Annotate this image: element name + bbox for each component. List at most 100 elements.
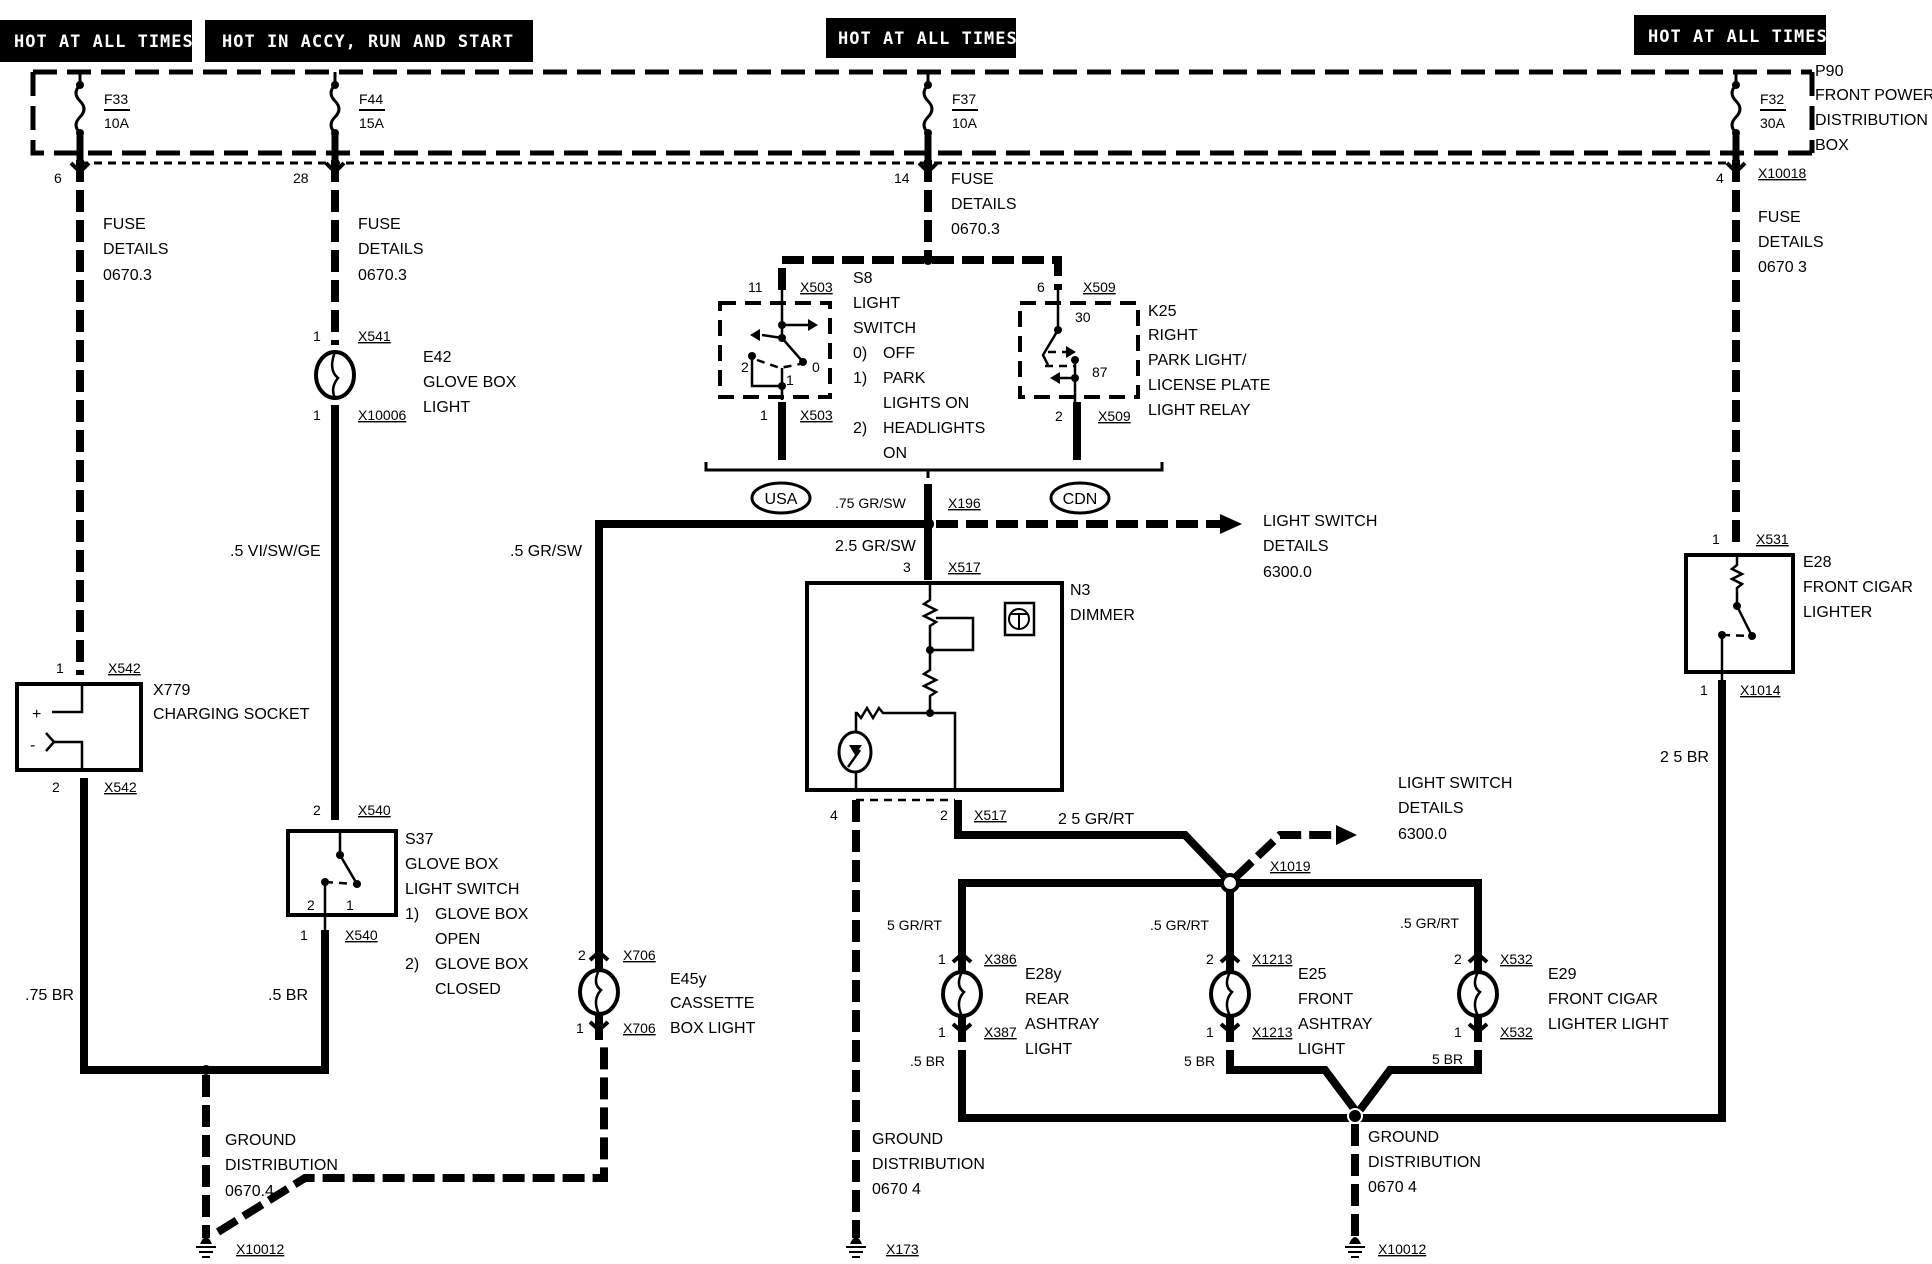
cassette-lamp-e45y [578,944,620,1040]
svg-text:2: 2 [741,359,749,375]
svg-text:0670.3: 0670.3 [358,267,407,284]
svg-text:1: 1 [313,328,321,344]
svg-text:GLOVE BOX: GLOVE BOX [423,374,517,391]
wire-e25-e29-ground [1226,1050,1482,1113]
svg-text:6300.0: 6300.0 [1263,564,1312,581]
wire-label: .5 BR [268,987,308,1004]
ground-label: X10012 [1378,1241,1426,1257]
svg-text:2): 2) [405,956,419,973]
wire-label: .5 BR [910,1053,945,1069]
fuse-name: F32 [1760,91,1784,107]
svg-text:GLOVE BOX: GLOVE BOX [435,956,529,973]
svg-text:LIGHT SWITCH: LIGHT SWITCH [1398,775,1512,792]
svg-text:BOX LIGHT: BOX LIGHT [670,1020,756,1037]
svg-text:LIGHT: LIGHT [423,399,470,416]
svg-text:X517: X517 [948,559,981,575]
park-light-relay-k25: 30 87 6 X509 K25 RIGHT PARK LIGHT/ LICEN… [1018,279,1270,424]
svg-text:1: 1 [938,1024,946,1040]
svg-text:LIGHTS ON: LIGHTS ON [883,395,969,412]
svg-text:X1014: X1014 [1740,682,1781,698]
svg-text:E42: E42 [423,349,452,366]
svg-text:0670 4: 0670 4 [872,1181,921,1198]
svg-text:0): 0) [853,345,867,362]
svg-text:OFF: OFF [883,345,915,362]
svg-text:6300.0: 6300.0 [1398,826,1447,843]
fuse-rating: 15A [359,115,385,131]
fuse-details-f32: FUSE DETAILS 0670 3 [1758,209,1824,276]
svg-text:3: 3 [903,559,911,575]
svg-text:0670 4: 0670 4 [1368,1179,1417,1196]
ground-x10012-b: X10012 [1345,1237,1426,1258]
ground-label: X10012 [236,1241,284,1257]
connector-x196: USA CDN .75 GR/SW X196 [750,481,1111,515]
svg-text:2: 2 [313,802,321,818]
fuse-pin: 28 [293,170,309,186]
svg-text:X542: X542 [108,660,141,676]
ground-distribution-1: GROUND DISTRIBUTION 0670.4 [225,1132,338,1200]
wire-label: .5 VI/SW/GE [230,543,321,560]
svg-text:X503: X503 [800,279,833,295]
svg-text:0670.4: 0670.4 [225,1183,274,1200]
svg-text:1: 1 [760,407,768,423]
wire-light-switch-details-2 [1233,831,1340,880]
fuse-name: F37 [952,91,976,107]
svg-text:X706: X706 [623,947,656,963]
fuse-rating: 30A [1760,115,1786,131]
svg-text:1: 1 [346,897,354,913]
power-label-hot-at-all-times-2: HOT AT ALL TIMES [826,18,1017,58]
svg-text:ASHTRAY: ASHTRAY [1025,1016,1100,1033]
junction [201,1065,211,1075]
svg-text:ASHTRAY: ASHTRAY [1298,1016,1373,1033]
fuse-pin: 4 [1716,170,1724,186]
svg-text:FRONT: FRONT [1298,991,1353,1008]
svg-text:PARK LIGHT/: PARK LIGHT/ [1148,352,1247,369]
svg-text:1): 1) [405,906,419,923]
charging-socket-x779: + - 1 X542 X779 CHARGING SOCKET 2 X542 [15,660,310,795]
wire-075-br [80,778,329,1074]
svg-text:N3: N3 [1070,582,1091,599]
svg-text:1: 1 [576,1020,584,1036]
svg-text:DETAILS: DETAILS [103,241,169,258]
svg-text:FUSE: FUSE [1758,209,1801,226]
region-usa-badge: USA [765,491,798,508]
cassette-box-light-e45y: 2 X706 E45y CASSETTE BOX LIGHT 1 X706 [576,947,756,1037]
svg-text:DETAILS: DETAILS [1398,800,1464,817]
svg-text:GLOVE BOX: GLOVE BOX [435,906,529,923]
svg-text:+: + [32,706,41,723]
svg-text:X387: X387 [984,1024,1017,1040]
svg-text:DISTRIBUTION: DISTRIBUTION [1815,112,1928,129]
ground-x173: X173 [846,1237,919,1258]
light-switch-details-1: LIGHT SWITCH DETAILS 6300.0 [1263,513,1377,581]
svg-text:DISTRIBUTION: DISTRIBUTION [225,1157,338,1174]
arrow-icon [1336,825,1357,845]
power-label-hot-in-accy: HOT IN ACCY, RUN AND START [205,20,533,62]
svg-text:FUSE: FUSE [103,216,146,233]
svg-text:4: 4 [830,807,838,823]
power-label-text: HOT IN ACCY, RUN AND START [222,32,514,52]
svg-text:LIGHT: LIGHT [1298,1041,1345,1058]
fuse-pin: 6 [54,170,62,186]
svg-text:1): 1) [853,370,867,387]
svg-text:0670.3: 0670.3 [103,267,152,284]
svg-text:E29: E29 [1548,966,1577,983]
front-cigar-lighter-e28: 1 X531 E28 FRONT CIGAR LIGHTER 1 X1014 [1684,531,1913,698]
svg-text:REAR: REAR [1025,991,1069,1008]
svg-text:2: 2 [940,807,948,823]
wire-label: .75 BR [25,987,74,1004]
svg-text:X541: X541 [358,328,391,344]
svg-text:HEADLIGHTS: HEADLIGHTS [883,420,985,437]
svg-text:-: - [30,737,35,754]
svg-text:1: 1 [1206,1024,1214,1040]
svg-text:1: 1 [56,660,64,676]
svg-text:LICENSE PLATE: LICENSE PLATE [1148,377,1270,394]
svg-text:30: 30 [1075,309,1091,325]
svg-text:X532: X532 [1500,1024,1533,1040]
svg-text:GROUND: GROUND [872,1131,943,1148]
fuse-box-label: P90 FRONT POWER DISTRIBUTION BOX [1815,63,1932,154]
svg-text:X10006: X10006 [358,407,406,423]
svg-text:E28: E28 [1803,554,1832,571]
